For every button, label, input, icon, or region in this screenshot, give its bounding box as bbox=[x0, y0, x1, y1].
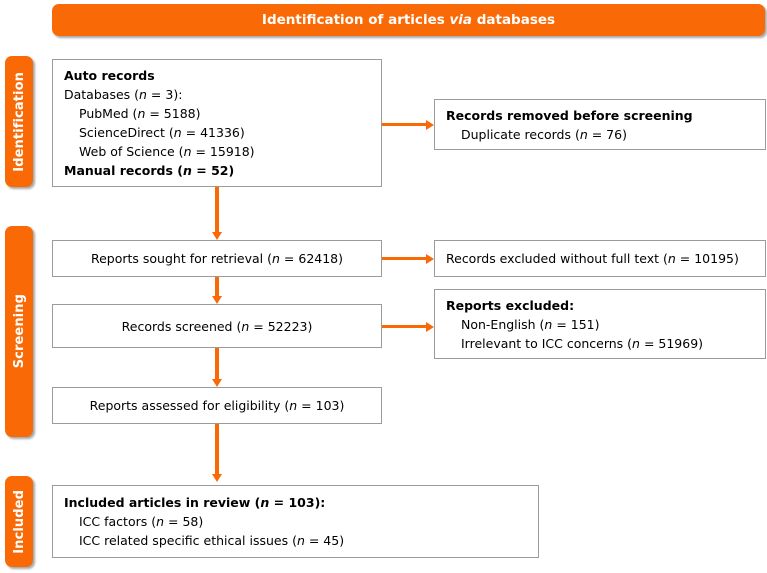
reports-assessed-label: Reports assessed for eligibility bbox=[89, 398, 281, 413]
auto-records-line-3: PubMed (n = 5188) bbox=[79, 106, 201, 121]
arrow-auto-records-to-reports-sought bbox=[212, 187, 222, 240]
arrow-reports-assessed-to-included bbox=[212, 424, 222, 482]
diagram-banner-title: Identification of articles via databases bbox=[52, 4, 765, 36]
included-articles-line-1: Included articles in review (n = 103): bbox=[64, 495, 326, 510]
banner-text: Identification of articles via databases bbox=[261, 12, 556, 28]
auto-records-line-6: Manual records (n = 52) bbox=[64, 163, 235, 178]
included-articles-line-3: ICC related specific ethical issues (n =… bbox=[79, 533, 345, 548]
auto-records-line-4: ScienceDirect (n = 41336) bbox=[79, 125, 245, 140]
auto-records-line-5: Web of Science (n = 15918) bbox=[79, 144, 255, 159]
auto-records-line-1: Auto records bbox=[64, 68, 155, 83]
arrow-reports-sought-to-records-screened bbox=[212, 277, 222, 304]
arrow-records-screened-to-reports-assessed bbox=[212, 348, 222, 387]
arrow-auto-records-to-removed bbox=[382, 119, 434, 130]
stage-label-identification: Identification bbox=[11, 71, 27, 172]
reports-excluded-line-3: Irrelevant to ICC concerns (n = 51969) bbox=[461, 335, 704, 351]
records-removed-line-2: Duplicate records (n = 76) bbox=[461, 126, 627, 142]
stage-bar-identification: Identification bbox=[5, 56, 33, 187]
included-articles-line-2: ICC factors (n = 58) bbox=[79, 514, 204, 529]
stage-label-screening: Screening bbox=[11, 294, 27, 369]
reports-sought-label: Reports sought for retrieval bbox=[90, 251, 264, 266]
records-removed-line-1: Records removed before screening bbox=[446, 107, 693, 123]
stage-bar-included: Included bbox=[5, 476, 33, 567]
records-screened-label: Records screened bbox=[121, 318, 233, 334]
reports-assessed-box: Reports assessed for eligibility (n = 10… bbox=[52, 387, 382, 424]
records-excluded-no-full-text-box: Records excluded without full text (n = … bbox=[434, 240, 766, 277]
included-articles-box: Included articles in review (n = 103): I… bbox=[52, 485, 539, 558]
reports-excluded-line-2: Non-English (n = 151) bbox=[461, 316, 600, 332]
arrow-records-screened-to-reports-excluded bbox=[382, 321, 434, 332]
records-screened-box: Records screened (n = 52223) bbox=[52, 304, 382, 348]
arrow-reports-sought-to-excluded bbox=[382, 253, 434, 264]
stage-bar-screening: Screening bbox=[5, 226, 33, 437]
records-excluded-no-full-text-label: Records excluded without full text bbox=[446, 251, 660, 266]
auto-records-box: Auto records Databases (n = 3): PubMed (… bbox=[52, 59, 382, 187]
auto-records-line-2: Databases (n = 3): bbox=[64, 87, 183, 102]
reports-sought-box: Reports sought for retrieval (n = 62418) bbox=[52, 240, 382, 277]
banner-italic-via: via bbox=[449, 12, 473, 28]
stage-label-included: Included bbox=[11, 489, 27, 554]
reports-excluded-box: Reports excluded: Non-English (n = 151) … bbox=[434, 289, 766, 359]
records-removed-box: Records removed before screening Duplica… bbox=[434, 99, 766, 150]
reports-excluded-line-1: Reports excluded: bbox=[446, 297, 575, 313]
